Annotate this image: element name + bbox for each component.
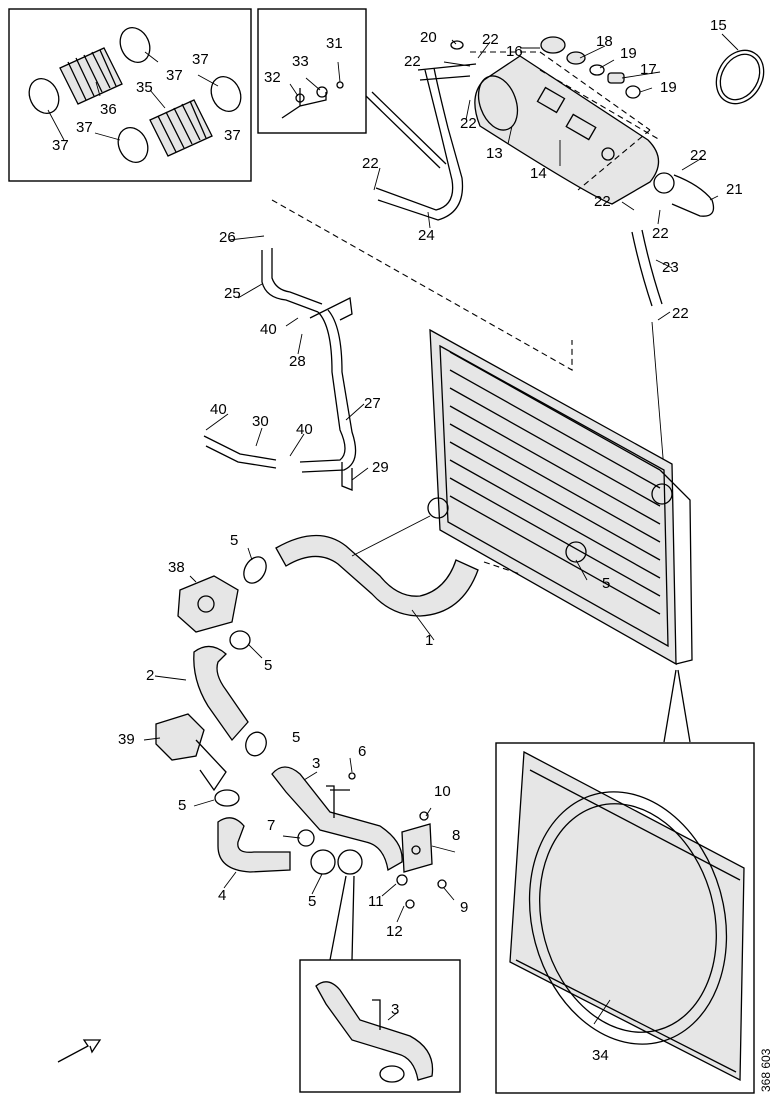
- pipes-25-27-30: [203, 248, 357, 491]
- hose-24: [375, 67, 464, 221]
- callout-22-e: 22: [690, 147, 707, 164]
- clamps-37: [28, 26, 242, 164]
- hose-4: [217, 817, 291, 873]
- callout-27: 27: [364, 395, 381, 412]
- callout-22-a: 22: [482, 31, 499, 48]
- inset-hoses-clamps: [8, 8, 252, 182]
- callout-12: 12: [386, 923, 403, 940]
- expansion-tank-13: [474, 55, 675, 205]
- callout-22-d: 22: [362, 155, 379, 172]
- callout-4: 4: [218, 887, 226, 904]
- inset-fan-shroud-34: [495, 742, 755, 1094]
- hose-23: [631, 229, 663, 307]
- callout-23: 23: [662, 259, 679, 276]
- callout-28: 28: [289, 353, 306, 370]
- callout-25: 25: [224, 285, 241, 302]
- callout-22-g: 22: [652, 225, 669, 242]
- callout-38: 38: [168, 559, 185, 576]
- thermostat-housing-38: [177, 575, 239, 633]
- clamp-15: [715, 49, 765, 105]
- callout-31: 31: [326, 35, 343, 52]
- callout-35: 35: [136, 79, 153, 96]
- callout-18: 18: [596, 33, 613, 50]
- callout-19-a: 19: [620, 45, 637, 62]
- callout-5-f: 5: [602, 575, 610, 592]
- callout-3: 3: [312, 755, 320, 772]
- callout-10: 10: [434, 783, 451, 800]
- callout-1: 1: [425, 632, 433, 649]
- callout-9: 9: [460, 899, 468, 916]
- hose-35: [149, 99, 213, 157]
- callout-39: 39: [118, 731, 135, 748]
- callout-15: 15: [710, 17, 727, 34]
- bracket-8: [401, 823, 433, 873]
- callout-40-a: 40: [210, 401, 227, 418]
- direction-arrow-icon: [57, 1039, 102, 1063]
- callout-11: 11: [368, 893, 384, 910]
- callout-26: 26: [219, 229, 236, 246]
- callout-13: 13: [486, 145, 503, 162]
- callout-37-e: 37: [52, 137, 69, 154]
- callout-22-b: 22: [404, 53, 421, 70]
- callout-37-d: 37: [76, 119, 93, 136]
- callout-33: 33: [292, 53, 309, 70]
- callout-34: 34: [592, 1047, 609, 1064]
- hose-2: [193, 645, 249, 742]
- cap-parts-16-20: [450, 36, 641, 99]
- document-number: 368 603: [759, 1048, 773, 1092]
- hose-36: [59, 47, 123, 105]
- callout-2: 2: [146, 667, 154, 684]
- callout-24: 24: [418, 227, 435, 244]
- callout-6: 6: [358, 743, 366, 760]
- callout-37-b: 37: [192, 51, 209, 68]
- callout-7: 7: [267, 817, 275, 834]
- callout-8: 8: [452, 827, 460, 844]
- callout-17: 17: [640, 61, 657, 78]
- callout-14: 14: [530, 165, 547, 182]
- callout-5-c: 5: [292, 729, 300, 746]
- callout-22-h: 22: [672, 305, 689, 322]
- callout-22-c: 22: [460, 115, 477, 132]
- radiator: [427, 328, 693, 666]
- callout-37-c: 37: [224, 127, 241, 144]
- callout-22-f: 22: [594, 193, 611, 210]
- callout-40-b: 40: [296, 421, 313, 438]
- hose-21: [671, 174, 715, 217]
- callout-5-a: 5: [230, 532, 238, 549]
- inset-hose-3-alt: [299, 959, 461, 1093]
- callout-40-c: 40: [260, 321, 277, 338]
- callout-30: 30: [252, 413, 269, 430]
- callout-21: 21: [726, 181, 743, 198]
- callout-20: 20: [420, 29, 437, 46]
- callout-5-e: 5: [308, 893, 316, 910]
- callout-36: 36: [100, 101, 117, 118]
- callout-32: 32: [264, 69, 281, 86]
- callout-37-a: 37: [166, 67, 183, 84]
- inset-bracket-31-33: [257, 8, 367, 134]
- callout-19-b: 19: [660, 79, 677, 96]
- callout-5-b: 5: [264, 657, 272, 674]
- callout-16: 16: [506, 43, 523, 60]
- callout-labels: 1 2 3 3 4 5 5 5 5 5 5 6 7 8 9 10 11 12 1…: [52, 17, 773, 1092]
- callout-29: 29: [372, 459, 389, 476]
- hose-3: [271, 766, 403, 872]
- hose-1: [275, 534, 479, 617]
- callout-3-inset: 3: [391, 1001, 399, 1018]
- thermostat-housing-39: [155, 713, 227, 792]
- callout-5-d: 5: [178, 797, 186, 814]
